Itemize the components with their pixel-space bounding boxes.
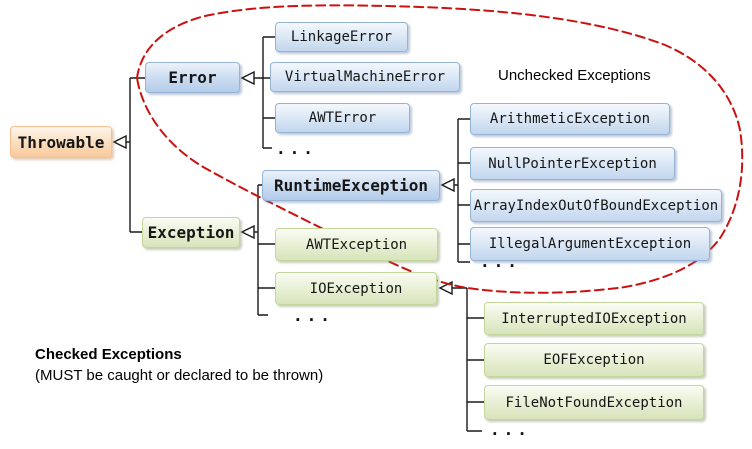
unchecked-exceptions-outline bbox=[135, 4, 744, 294]
node-virtual-machine-error: VirtualMachineError bbox=[270, 62, 460, 92]
node-awt-error-label: AWTError bbox=[308, 110, 377, 126]
node-linkage-error: LinkageError bbox=[275, 22, 408, 52]
inheritance-arrow-icon bbox=[240, 70, 255, 86]
inheritance-arrow-icon bbox=[240, 224, 255, 240]
node-linkage-error-label: LinkageError bbox=[290, 29, 393, 45]
inheritance-arrow-icon bbox=[440, 177, 455, 193]
node-file-not-found-exception: FileNotFoundException bbox=[484, 385, 704, 420]
error-children-connector bbox=[240, 36, 275, 149]
node-arithmetic-exception-label: ArithmeticException bbox=[489, 111, 651, 127]
throwable-children-connector bbox=[112, 77, 145, 233]
node-illegal-argument-exception-label: IllegalArgumentException bbox=[488, 236, 692, 252]
node-exception-label: Exception bbox=[147, 223, 235, 242]
node-virtual-machine-error-label: VirtualMachineError bbox=[284, 69, 446, 85]
node-runtime-exception: RuntimeException bbox=[262, 170, 440, 201]
node-error-label: Error bbox=[168, 68, 217, 87]
io-exception-more-ellipsis: ... bbox=[490, 420, 531, 439]
exception-more-ellipsis: ... bbox=[293, 306, 334, 325]
exception-children-connector bbox=[240, 184, 275, 316]
node-array-index-out-of-bound-exception: ArrayIndexOutOfBoundException bbox=[470, 189, 722, 222]
node-io-exception-label: IOException bbox=[309, 280, 403, 297]
node-io-exception: IOException bbox=[275, 272, 437, 305]
node-awt-exception: AWTException bbox=[275, 228, 438, 261]
io-exception-children-connector bbox=[438, 280, 484, 432]
node-interrupted-io-exception-label: InterruptedIOException bbox=[501, 310, 687, 327]
node-eof-exception: EOFException bbox=[484, 343, 704, 377]
node-interrupted-io-exception: InterruptedIOException bbox=[484, 302, 704, 335]
node-runtime-exception-label: RuntimeException bbox=[273, 176, 429, 195]
node-awt-exception-label: AWTException bbox=[305, 236, 408, 253]
unchecked-exceptions-label: Unchecked Exceptions bbox=[498, 67, 651, 84]
node-throwable: Throwable bbox=[10, 126, 112, 158]
checked-exceptions-title: Checked Exceptions bbox=[35, 346, 182, 363]
node-exception: Exception bbox=[142, 217, 240, 248]
node-array-index-out-of-bound-exception-label: ArrayIndexOutOfBoundException bbox=[473, 197, 719, 214]
node-null-pointer-exception: NullPointerException bbox=[470, 147, 675, 180]
node-illegal-argument-exception: IllegalArgumentException bbox=[470, 227, 710, 261]
node-arithmetic-exception: ArithmeticException bbox=[470, 103, 670, 135]
error-more-ellipsis: ... bbox=[276, 139, 317, 158]
runtime-exception-more-ellipsis: ... bbox=[480, 252, 521, 271]
checked-exceptions-note: (MUST be caught or declared to be thrown… bbox=[35, 367, 324, 384]
checked-exceptions-label: Checked Exceptions (MUST be caught or de… bbox=[35, 344, 323, 386]
node-file-not-found-exception-label: FileNotFoundException bbox=[505, 394, 683, 411]
runtime-exception-children-connector bbox=[440, 118, 470, 263]
node-eof-exception-label: EOFException bbox=[543, 352, 645, 368]
inheritance-arrow-icon bbox=[112, 134, 127, 150]
node-throwable-label: Throwable bbox=[17, 132, 105, 152]
node-awt-error: AWTError bbox=[275, 103, 410, 133]
node-error: Error bbox=[145, 62, 240, 93]
node-null-pointer-exception-label: NullPointerException bbox=[488, 155, 657, 172]
